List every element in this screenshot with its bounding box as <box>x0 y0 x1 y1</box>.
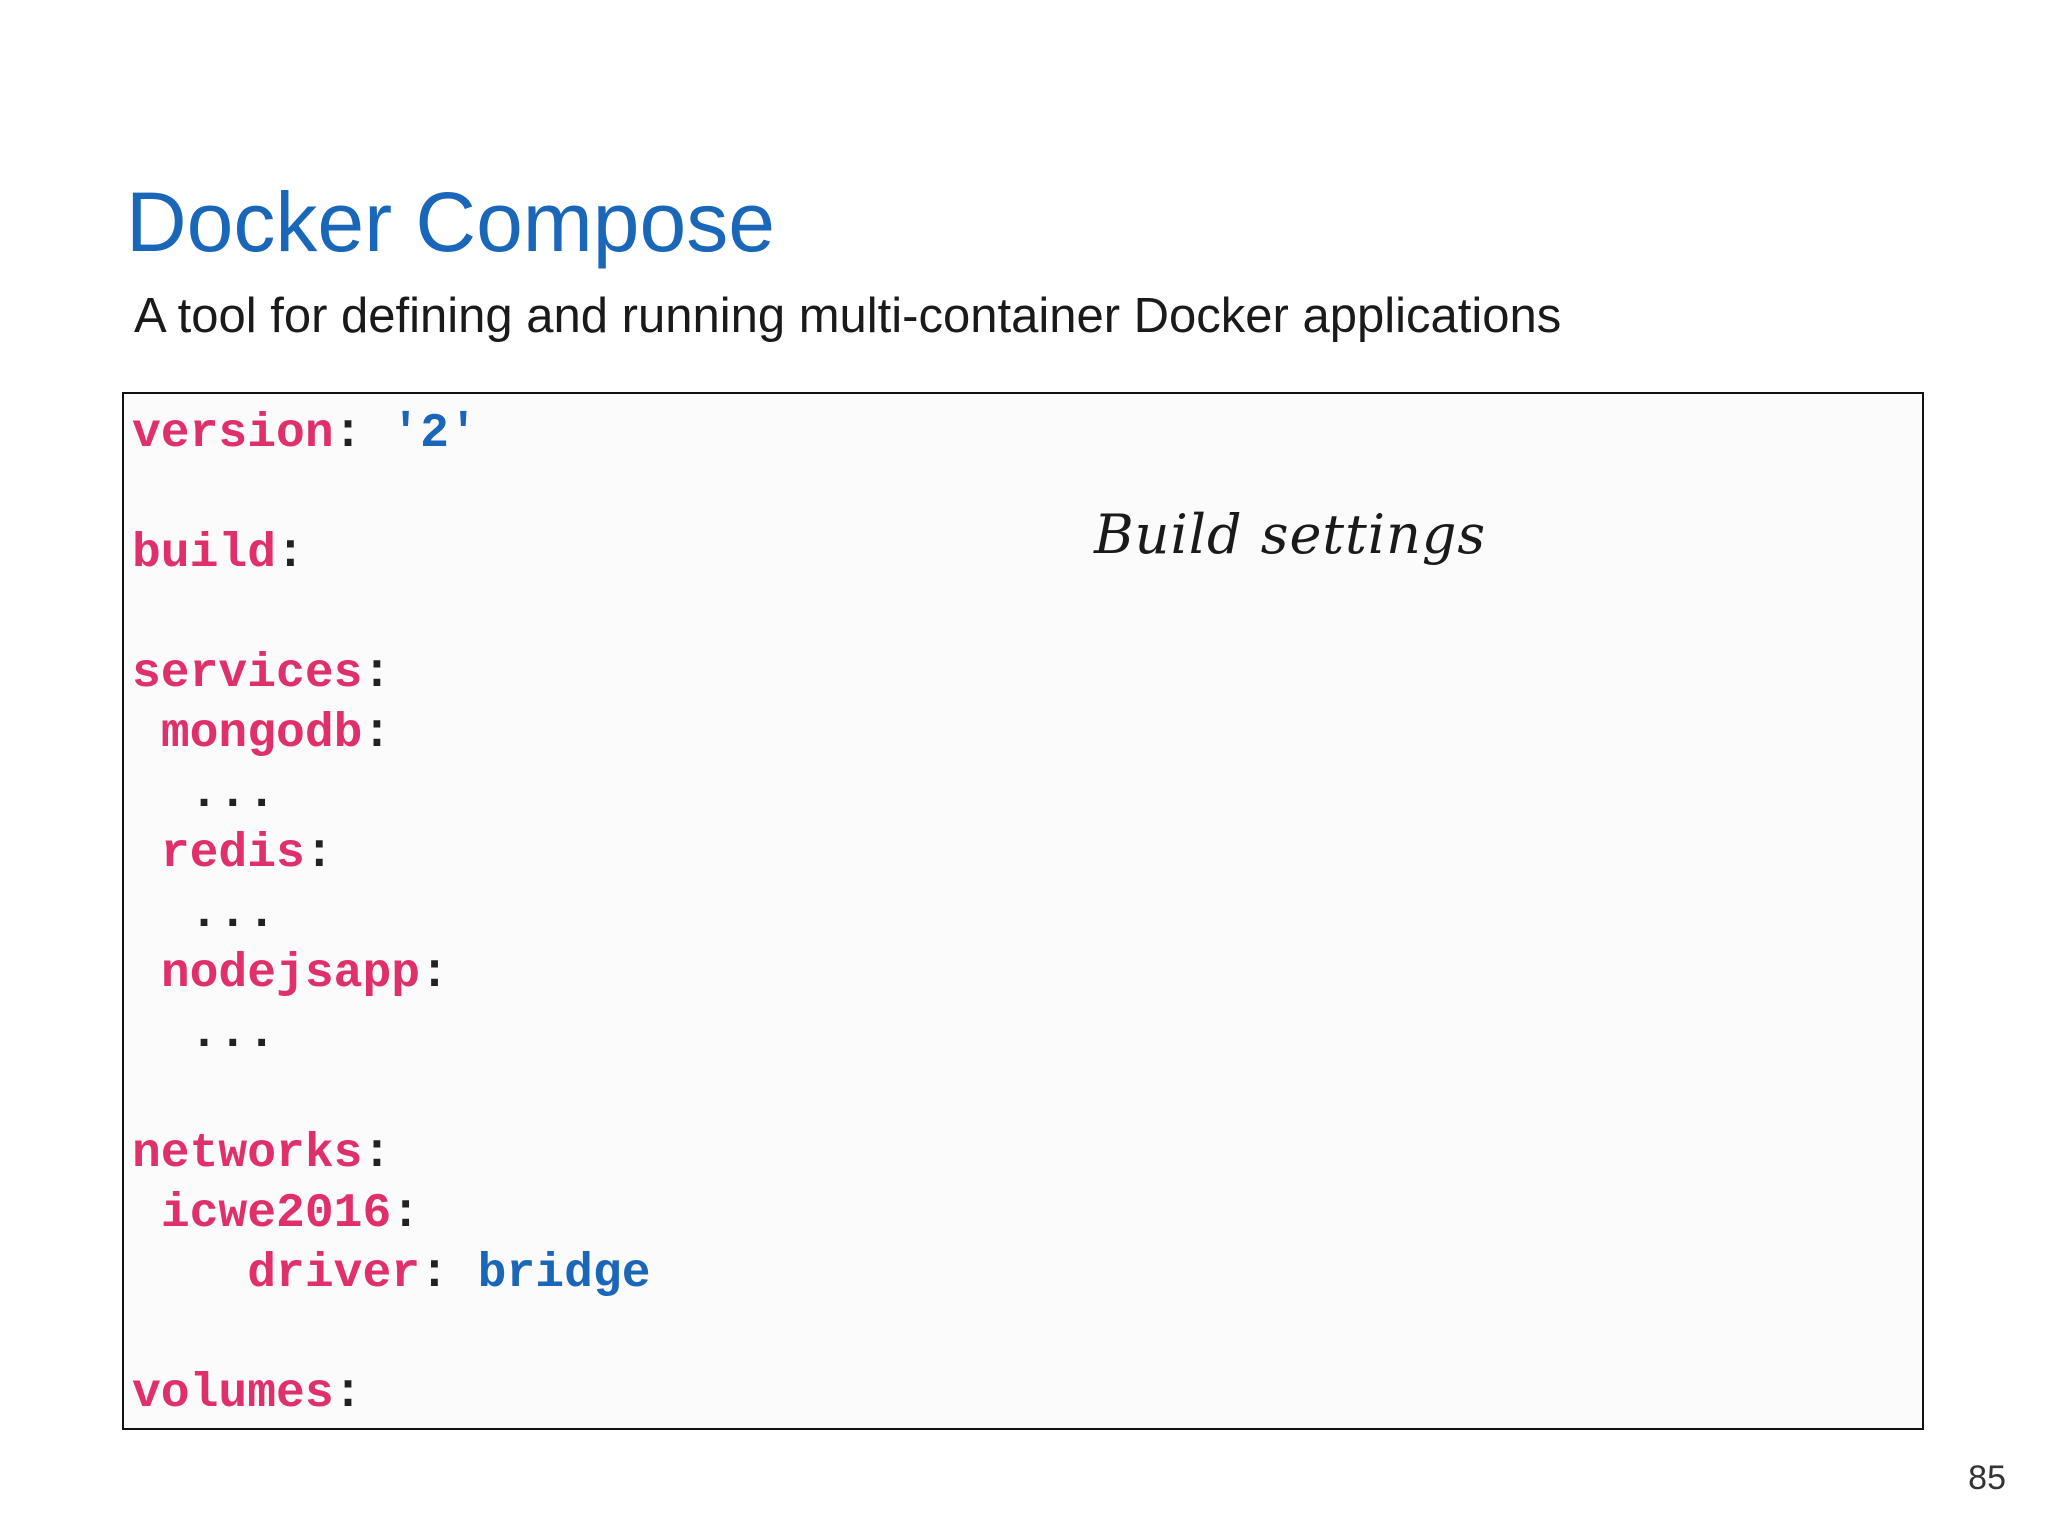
code-line-version: version: '2' <box>132 404 478 464</box>
code-line-mongodb-ellipsis: ... <box>132 764 276 824</box>
yaml-colon: : <box>333 1367 363 1421</box>
yaml-key-icwe2016: icwe2016 <box>160 1187 392 1241</box>
slide-title: Docker Compose <box>126 175 775 269</box>
yaml-colon: : <box>362 1127 392 1181</box>
code-line-redis-ellipsis: ... <box>132 884 276 944</box>
yaml-colon: : <box>420 947 449 1001</box>
code-line-build: build: <box>132 524 305 584</box>
yaml-colon: : <box>304 827 334 881</box>
code-line-services: services: <box>132 644 391 704</box>
yaml-colon: : <box>391 1187 421 1241</box>
yaml-key-volumes: volumes <box>132 1367 334 1421</box>
slide-subtitle: A tool for defining and running multi-co… <box>134 289 1562 343</box>
yaml-key-version: version <box>132 407 334 461</box>
code-line-nodejsapp-ellipsis: ... <box>132 1004 276 1064</box>
yaml-value-driver: bridge <box>477 1247 651 1301</box>
yaml-key-redis: redis <box>160 827 305 881</box>
code-line-nodejsapp: nodejsapp: <box>132 944 449 1004</box>
yaml-ellipsis: ... <box>189 887 277 941</box>
code-line-icwe2016: icwe2016: <box>132 1184 420 1244</box>
yaml-key-build: build <box>132 527 277 581</box>
handwritten-annotation: Build settings <box>1094 503 1487 566</box>
yaml-key-networks: networks <box>132 1127 363 1181</box>
yaml-key-services: services <box>132 647 363 701</box>
yaml-key-mongodb: mongodb <box>160 707 363 761</box>
yaml-key-nodejsapp: nodejsapp <box>160 947 421 1001</box>
code-block: version: '2' build: services: mongodb: .… <box>122 392 1924 1430</box>
page-number: 85 <box>1968 1459 2006 1497</box>
yaml-colon: : <box>362 647 392 701</box>
code-line-volumes: volumes: <box>132 1364 362 1424</box>
yaml-colon: : <box>276 527 305 581</box>
code-line-mongodb: mongodb: <box>132 704 391 764</box>
yaml-key-driver: driver <box>247 1247 421 1301</box>
yaml-ellipsis: ... <box>189 767 277 821</box>
yaml-colon: : <box>420 1247 449 1301</box>
yaml-colon: : <box>362 707 392 761</box>
code-line-driver: driver: bridge <box>132 1244 651 1304</box>
yaml-value-version: '2' <box>391 407 478 461</box>
yaml-ellipsis: ... <box>189 1007 277 1061</box>
code-line-networks: networks: <box>132 1124 391 1184</box>
yaml-colon: : <box>333 407 363 461</box>
code-line-redis: redis: <box>132 824 334 884</box>
